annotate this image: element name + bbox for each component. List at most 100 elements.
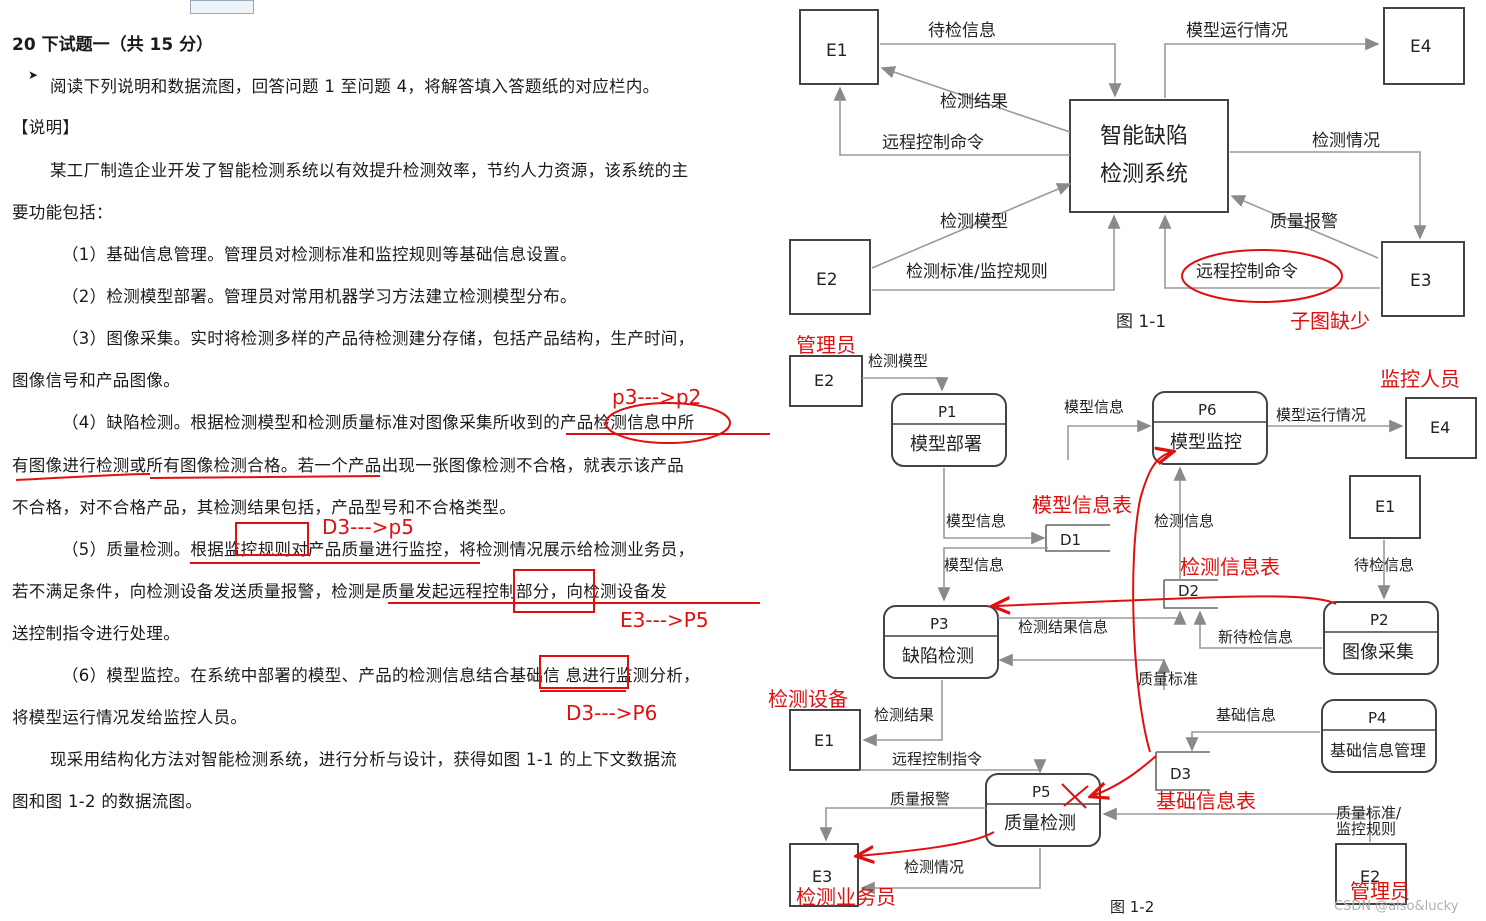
dfd-entity-e2a-label: E2 — [814, 371, 834, 390]
store-d2: D2 — [1178, 582, 1199, 600]
store-d1: D1 — [1060, 531, 1081, 549]
ctx-flow-quality-alarm: 质量报警 — [1270, 212, 1338, 232]
dfd-entity-e4 — [1405, 397, 1477, 459]
entity-e1-label: E1 — [826, 41, 848, 61]
entity-e1 — [799, 9, 879, 85]
dfd-flow-basic-info: 基础信息 — [1216, 706, 1276, 724]
dfd-entity-e2b-label: E2 — [1360, 867, 1380, 886]
store-d3: D3 — [1170, 765, 1191, 783]
annotation-admin-2: 管理员 — [1350, 879, 1410, 903]
process-p3-id: P3 — [930, 615, 949, 633]
system-name-2: 检测系统 — [1100, 162, 1188, 187]
thumbnail-image — [190, 0, 254, 14]
outro-line-2: 图和图 1-2 的数据流图。 — [12, 792, 203, 811]
process-p2-id: P2 — [1370, 611, 1389, 629]
ctx-flow-pending-info: 待检信息 — [928, 21, 996, 41]
intro-line-2: 要功能包括： — [12, 203, 113, 222]
instruction-text: 阅读下列说明和数据流图，回答问题 1 至问题 4，将解答填入答题纸的对应栏内。 — [50, 77, 660, 96]
dfd-entity-e1a — [1349, 475, 1421, 539]
intro-line-1: 某工厂制造企业开发了智能检测系统以有效提升检测效率，节约人力资源，该系统的主 — [50, 161, 689, 180]
dfd-entity-e1b — [789, 709, 861, 771]
dfd-flow-model-status: 模型运行情况 — [1276, 406, 1366, 424]
annotation-detect-staff: 检测业务员 — [796, 885, 896, 909]
dfd-flow-new-pending: 新待检信息 — [1218, 628, 1293, 646]
process-p3 — [883, 605, 999, 679]
system-process — [1069, 99, 1229, 213]
dfd-entity-e1a-label: E1 — [1375, 497, 1395, 516]
process-p2 — [1323, 601, 1439, 675]
annotation-admin-1: 管理员 — [796, 333, 856, 357]
dfd-flow-std-rules-b: 监控规则 — [1336, 820, 1396, 838]
dfd-flow-detect-model: 检测模型 — [868, 352, 928, 370]
annotation-model-info-table: 模型信息表 — [1032, 493, 1132, 517]
process-p3-name: 缺陷检测 — [902, 646, 974, 667]
dfd-flow-quality-std: 质量标准 — [1138, 670, 1198, 688]
section-heading: 【说明】 — [12, 118, 80, 137]
function-3b: 图像信号和产品图像。 — [12, 371, 180, 390]
dfd-entity-e2b — [1335, 843, 1407, 905]
ctx-flow-remote-cmd-2: 远程控制命令 — [1196, 262, 1298, 282]
process-p4-id: P4 — [1368, 709, 1387, 727]
dfd-flow-quality-alarm: 质量报警 — [890, 790, 950, 808]
annotation-basic-info-table: 基础信息表 — [1156, 789, 1256, 813]
function-5b: 若不满足条件，向检测设备发送质量报警，检测是质量发起远程控制部分，向检测设备发 — [12, 582, 668, 601]
annotation-missing-subfig: 子图缺少 — [1290, 309, 1370, 333]
process-p6-name: 模型监控 — [1170, 432, 1242, 453]
fig2-caption: 图 1-2 — [1110, 898, 1154, 916]
entity-e3 — [1381, 241, 1465, 317]
annotation-fix-4: D3--->P6 — [566, 701, 657, 725]
dataflow-diagram: E2 E4 E1 E1 E3 E2 P1 模型部署 P6 模型监控 P3 缺陷检… — [768, 333, 1477, 916]
ctx-flow-model-status: 模型运行情况 — [1186, 21, 1288, 41]
process-p6 — [1152, 391, 1268, 465]
annotation-detect-info-table: 检测信息表 — [1180, 555, 1280, 579]
function-4b: 有图像进行检测或所有图像检测合格。若一个产品出现一张图像检测不合格，就表示该产品 — [12, 456, 684, 475]
function-5a: （5）质量检测。根据监控规则对产品质量进行监控，将检测情况展示给检测业务员， — [62, 540, 695, 559]
ctx-flow-standard-rules: 检测标准/监控规则 — [906, 262, 1048, 282]
process-p1 — [891, 393, 1007, 467]
entity-e4 — [1383, 7, 1465, 85]
dfd-entity-e2a — [789, 355, 863, 407]
entity-e2-label: E2 — [816, 270, 838, 290]
dfd-entity-e3-label: E3 — [812, 867, 832, 886]
fig1-caption: 图 1-1 — [1116, 312, 1166, 332]
dfd-flow-detect-info: 检测信息 — [1154, 512, 1214, 530]
process-p5-id: P5 — [1032, 783, 1051, 801]
ctx-flow-remote-cmd: 远程控制命令 — [882, 133, 984, 153]
function-2: （2）检测模型部署。管理员对常用机器学习方法建立检测模型分布。 — [62, 287, 577, 306]
entity-e3-label: E3 — [1410, 271, 1432, 291]
function-4c: 不合格，对不合格产品，其检测结果包括，产品型号和不合格类型。 — [12, 498, 516, 517]
dfd-entity-e4-label: E4 — [1430, 418, 1450, 437]
process-p6-id: P6 — [1198, 401, 1217, 419]
dfd-flow-model-info-3: 模型信息 — [944, 556, 1004, 574]
annotation-fix-2: D3--->p5 — [322, 515, 414, 539]
dfd-flow-detect-result: 检测结果 — [874, 706, 934, 724]
cursor-icon: ➤ — [28, 68, 39, 82]
process-p4-name: 基础信息管理 — [1330, 741, 1426, 760]
process-p4 — [1321, 699, 1437, 773]
annotation-detect-device: 检测设备 — [768, 687, 848, 711]
dfd-flow-pending-info: 待检信息 — [1354, 556, 1414, 574]
process-p1-id: P1 — [938, 403, 957, 421]
process-p5-name: 质量检测 — [1004, 813, 1076, 834]
dfd-flow-result-info: 检测结果信息 — [1018, 618, 1108, 636]
text-annotations: p3--->p2 D3--->p5 E3--->P5 D3--->P6 — [15, 385, 770, 725]
process-p1-name: 模型部署 — [910, 434, 982, 455]
dfd-entity-e1b-label: E1 — [814, 731, 834, 750]
dfd-flow-model-info-1: 模型信息 — [1064, 398, 1124, 416]
annotation-fix-3: E3--->P5 — [620, 608, 709, 632]
function-3a: （3）图像采集。实时将检测多样的产品待检测建分存储，包括产品结构，生产时间， — [62, 329, 695, 348]
dfd-flow-remote-cmd: 远程控制指令 — [892, 750, 982, 768]
question-title: 20 下试题一（共 15 分） — [12, 35, 214, 55]
dfd-flow-detect-status: 检测情况 — [904, 858, 964, 876]
dfd-flow-model-info-2: 模型信息 — [946, 512, 1006, 530]
dfd-entity-e3 — [789, 843, 859, 907]
outro-line-1: 现采用结构化方法对智能检测系统，进行分析与设计，获得如图 1-1 的上下文数据流 — [50, 750, 677, 769]
function-4a: （4）缺陷检测。根据检测模型和检测质量标准对图像采集所收到的产品检测信息中所 — [62, 413, 695, 432]
function-5c: 送控制指令进行处理。 — [12, 624, 180, 643]
entity-e2 — [789, 239, 871, 315]
function-1: （1）基础信息管理。管理员对检测标准和监控规则等基础信息设置。 — [62, 245, 577, 264]
dfd-flow-std-rules-a: 质量标准/ — [1336, 804, 1402, 822]
system-name-1: 智能缺陷 — [1100, 124, 1188, 149]
ctx-flow-detect-model: 检测模型 — [940, 212, 1008, 232]
